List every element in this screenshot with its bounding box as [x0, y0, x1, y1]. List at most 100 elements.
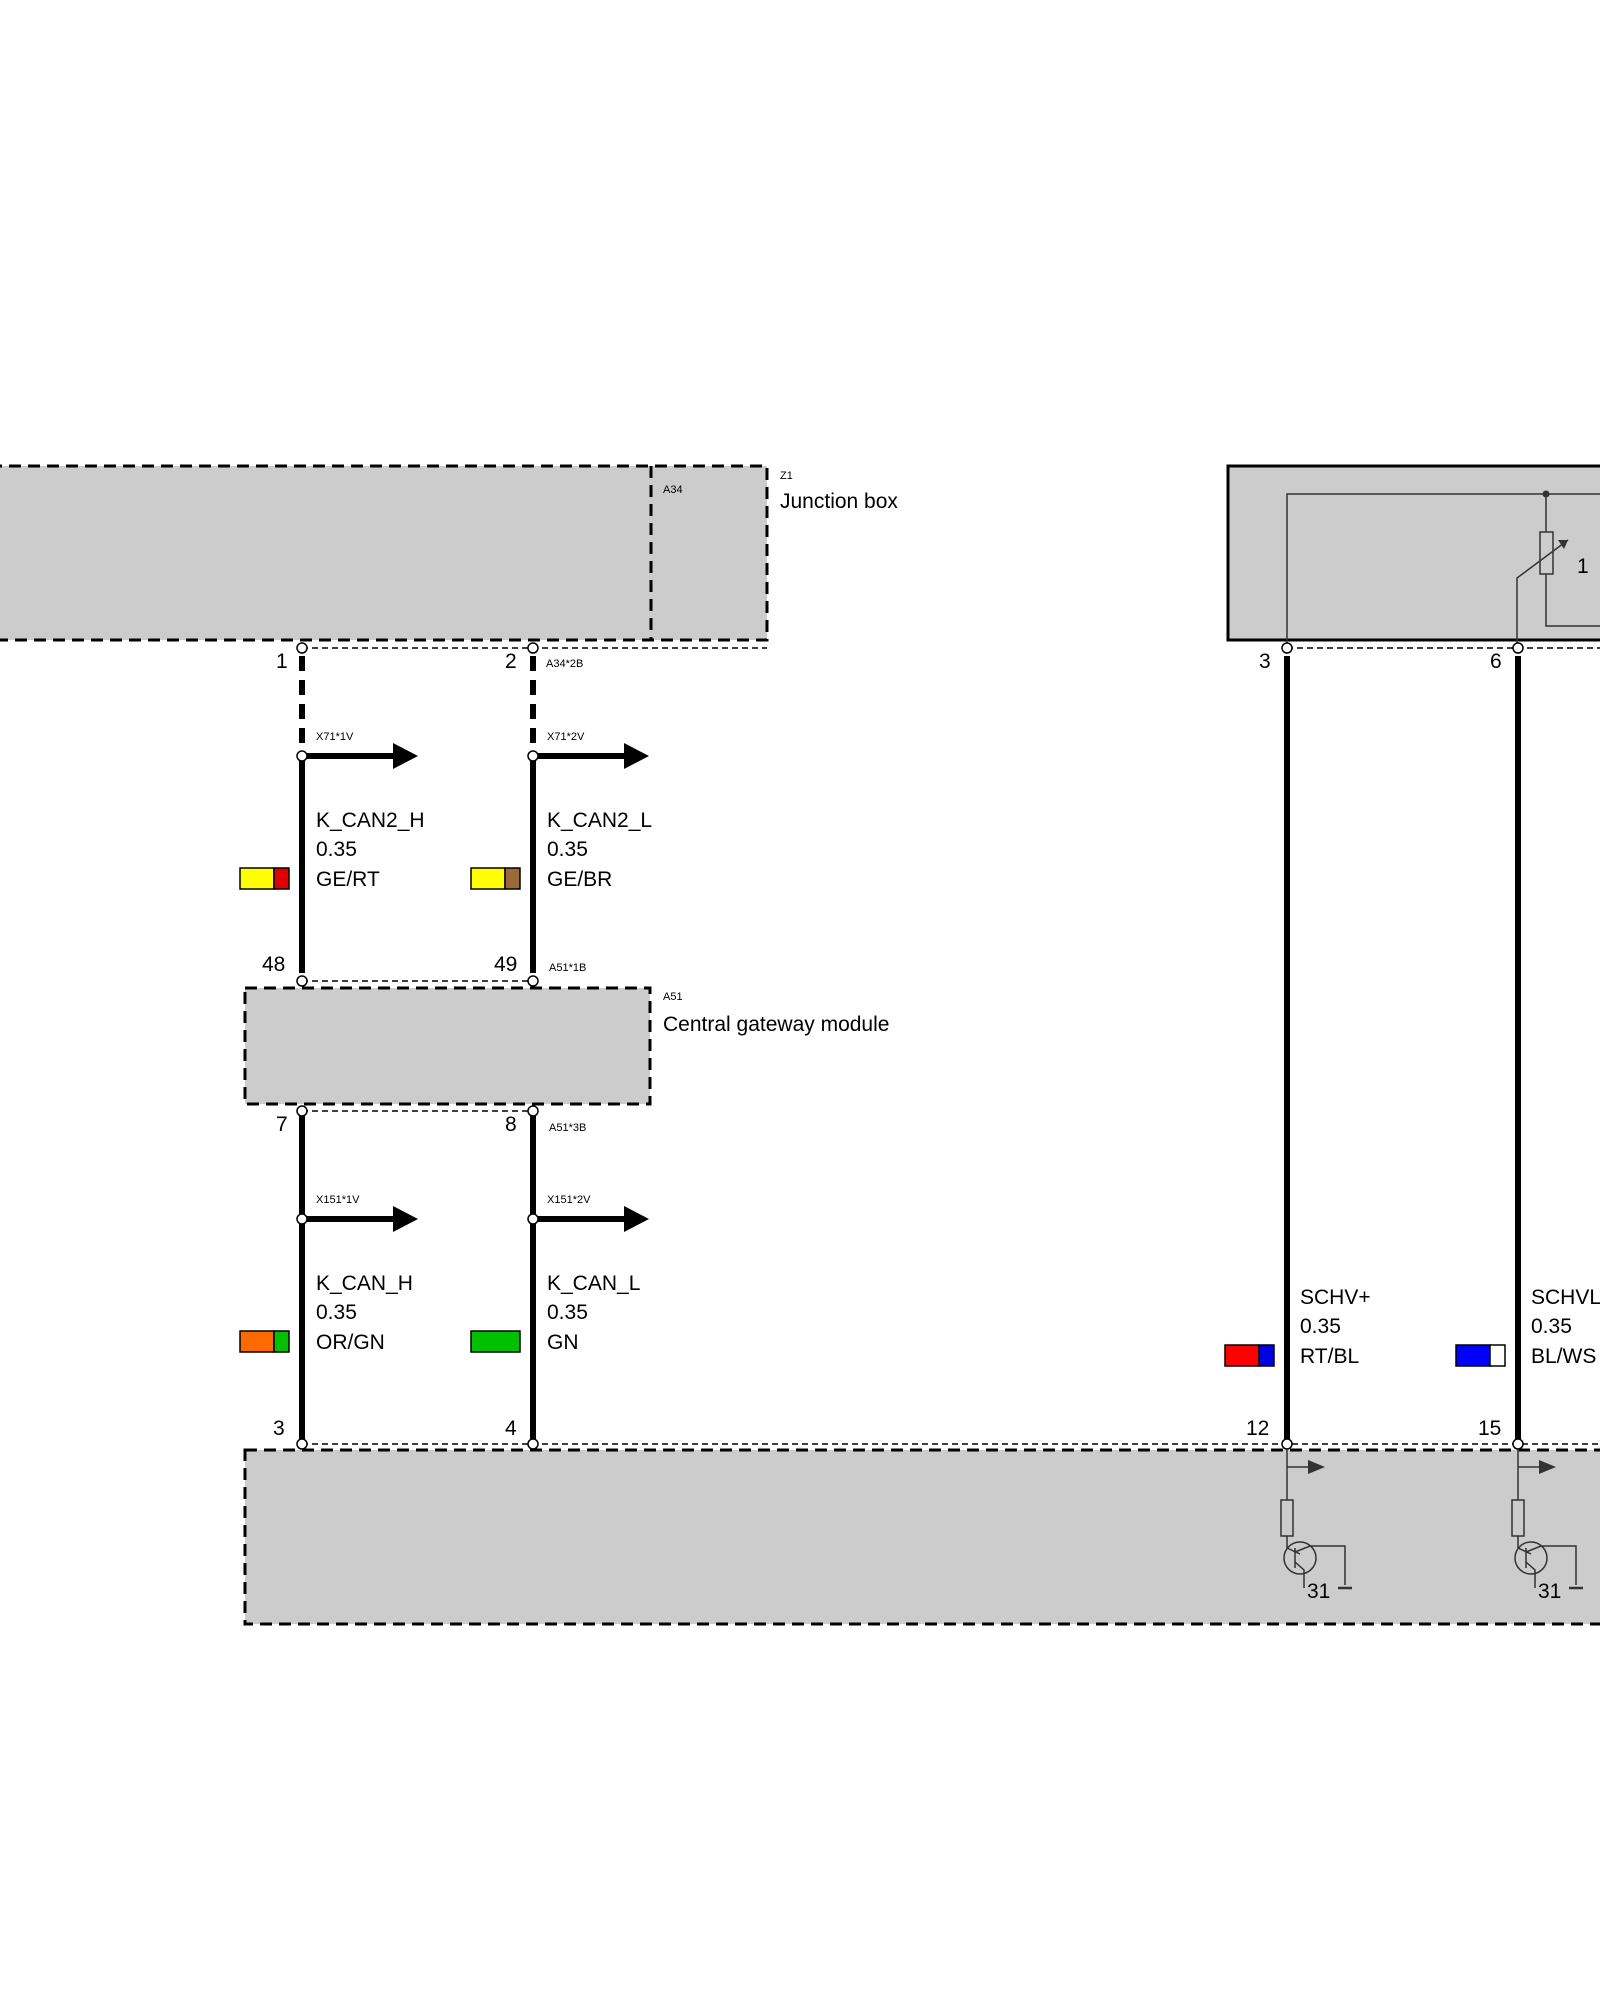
swatch-k-can2-h-main	[239, 867, 275, 890]
wire-schvl-size: 0.35	[1531, 1315, 1572, 1338]
wire-k-can-h-signal: K_CAN_H	[316, 1272, 413, 1295]
pin-number-gw-48: 48	[262, 953, 285, 976]
splice-label-x151-1: X151*1V	[316, 1194, 360, 1206]
pin-terminal-gw-8	[527, 1105, 539, 1117]
gateway-module-body[interactable]	[243, 986, 652, 1106]
pin-number-bot-15: 15	[1478, 1417, 1501, 1440]
wire-schvl-color-code: BL/WS	[1531, 1345, 1596, 1368]
stage-12-base	[1286, 1547, 1301, 1555]
pin-terminal-jb-2	[527, 642, 539, 654]
wire-schv-plus-color-code: RT/BL	[1300, 1345, 1359, 1368]
pin-terminal-bot-15	[1512, 1438, 1524, 1450]
connector-a51-3-label: A51*3B	[549, 1122, 586, 1134]
wire-schv-plus-signal: SCHV+	[1300, 1286, 1371, 1309]
wire-k-can2-h-color-code: GE/RT	[316, 868, 380, 891]
stage-12-transistor-icon	[1283, 1541, 1317, 1575]
junction-box-body	[0, 464, 769, 642]
transistor-stage-pin-12	[1280, 1449, 1352, 1590]
pin-number-gw-8: 8	[505, 1113, 517, 1136]
stage-15-base	[1517, 1547, 1532, 1555]
splice-arrowhead-x71-2-icon	[624, 743, 649, 769]
pin-terminal-rm-3	[1281, 642, 1293, 654]
pin-terminal-bot-12	[1281, 1438, 1293, 1450]
stage-12-arrow-icon	[1308, 1460, 1325, 1474]
right-module[interactable]	[1226, 464, 1600, 649]
stage-15-emitter	[1525, 1561, 1536, 1588]
swatch-schvl-stripe	[1489, 1344, 1506, 1367]
splice-label-x71-1: X71*1V	[316, 731, 354, 743]
potentiometer-label: 1	[1577, 555, 1589, 578]
wire-k-can-l-size: 0.35	[547, 1301, 588, 1324]
right-module-internal-wire	[1286, 493, 1600, 649]
wire-k-can-l-color-swatch	[470, 1330, 521, 1353]
pin-terminal-gw-48	[296, 975, 308, 987]
pin-number-jb-1: 1	[276, 650, 288, 673]
splice-arrowhead-x71-1-icon	[393, 743, 418, 769]
gateway-name: Central gateway module	[663, 1013, 889, 1036]
splice-dot-x71-1	[296, 750, 308, 762]
connector-a51-1-label: A51*1B	[549, 962, 586, 974]
pin-terminal-gw-7	[296, 1105, 308, 1117]
bottom-module[interactable]	[243, 1448, 1600, 1626]
splice-arrowhead-x151-1-icon	[393, 1206, 418, 1232]
swatch-k-can2-l-main	[470, 867, 506, 890]
right-module-body	[1226, 464, 1600, 642]
wire-k-can-l-color-code: GN	[547, 1331, 579, 1354]
swatch-schv-plus-stripe	[1258, 1344, 1275, 1367]
pin-terminal-bot-3	[296, 1438, 308, 1450]
swatch-schvl-main	[1455, 1344, 1491, 1367]
pin-terminal-bot-4	[527, 1438, 539, 1450]
pin-number-jb-2: 2	[505, 650, 517, 673]
connector-a34-label: A34*2B	[546, 658, 583, 670]
swatch-k-can2-h-stripe	[273, 867, 290, 890]
wire-k-can-h-color-swatch	[239, 1330, 290, 1353]
wire-k-can2-h-size: 0.35	[316, 838, 357, 861]
splice-label-x71-2: X71*2V	[547, 731, 585, 743]
splice-label-x151-2: X151*2V	[547, 1194, 591, 1206]
pin-number-rm-6: 6	[1490, 650, 1502, 673]
wire-k-can2-h-signal: K_CAN2_H	[316, 809, 425, 832]
wire-schv-plus-size: 0.35	[1300, 1315, 1341, 1338]
right-module-pot-lead-bottom	[1545, 574, 1600, 627]
pin-number-rm-3: 3	[1259, 650, 1271, 673]
wire-schv-plus-color-swatch	[1224, 1344, 1275, 1367]
splice-arrowhead-x151-2-icon	[624, 1206, 649, 1232]
swatch-k-can-h-stripe	[273, 1330, 290, 1353]
pin-terminal-rm-6	[1512, 642, 1524, 654]
wire-k-can2-l-size: 0.35	[547, 838, 588, 861]
transistor-stage-pin-15	[1511, 1449, 1583, 1590]
junction-box-ref: Z1	[780, 470, 793, 482]
wire-schvl-signal: SCHVL	[1531, 1286, 1600, 1309]
pin-number-gw-49: 49	[494, 953, 517, 976]
wire-k-can2-l-signal: K_CAN2_L	[547, 809, 652, 832]
wire-k-can-h-color-code: OR/GN	[316, 1331, 385, 1354]
stage-12-emitter	[1294, 1561, 1305, 1588]
potentiometer-arrow-icon	[1558, 540, 1568, 549]
wire-schvl-color-swatch	[1455, 1344, 1506, 1367]
splice-dot-x151-1	[296, 1213, 308, 1225]
pin-number-gw-7: 7	[276, 1113, 288, 1136]
pin-terminal-jb-1	[296, 642, 308, 654]
junction-box-sub-ref: A34	[663, 484, 683, 496]
swatch-k-can-h-main	[239, 1330, 275, 1353]
splice-dot-x71-2	[527, 750, 539, 762]
stage-15-transistor-icon	[1514, 1541, 1548, 1575]
pin-terminals	[296, 642, 1524, 1450]
wire-k-can2-h-color-swatch	[239, 867, 290, 890]
pin-number-bot-3: 3	[273, 1417, 285, 1440]
junction-box[interactable]	[0, 464, 769, 642]
stage-15-collector	[1525, 1545, 1577, 1585]
splice-dot-x151-2	[527, 1213, 539, 1225]
bottom-module-body	[243, 1448, 1600, 1626]
wire-k-can-l-signal: K_CAN_L	[547, 1272, 640, 1295]
ground-label-a: 31	[1307, 1580, 1330, 1603]
junction-box-name: Junction box	[780, 490, 898, 513]
wire-k-can2-l-color-code: GE/BR	[547, 868, 612, 891]
pin-terminal-gw-49	[527, 975, 539, 987]
stage-12-collector	[1294, 1545, 1346, 1585]
potentiometer-wiper-wire	[1516, 539, 1569, 649]
pin-number-bot-12: 12	[1246, 1417, 1269, 1440]
ground-label-b: 31	[1538, 1580, 1561, 1603]
gateway-ref: A51	[663, 991, 683, 1003]
swatch-k-can2-l-stripe	[504, 867, 521, 890]
